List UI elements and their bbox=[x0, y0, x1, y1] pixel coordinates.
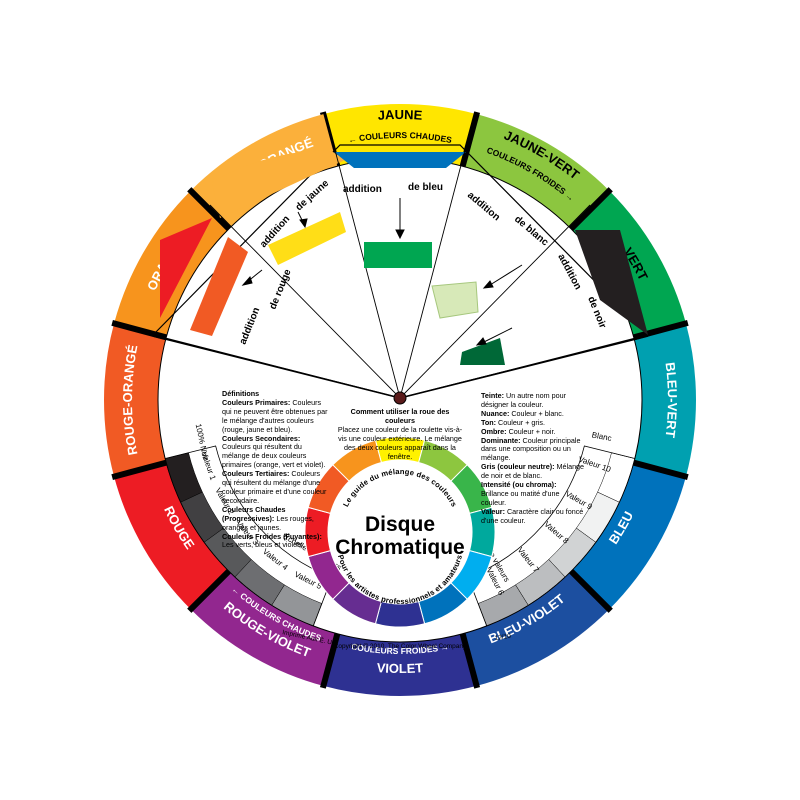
swatch-light-green bbox=[431, 281, 479, 319]
segment-label: BLEU-VERT bbox=[662, 361, 680, 438]
glossary-text: Brillance ou matité d'une couleur. bbox=[481, 488, 560, 507]
segment-divider bbox=[111, 319, 169, 341]
segment-label: VIOLET bbox=[376, 660, 423, 676]
glossary-term: Teinte: bbox=[481, 391, 505, 400]
glossary-text: Couleur + gris. bbox=[498, 417, 545, 427]
glossary-term: Nuance: bbox=[481, 408, 510, 418]
primary-text: Couleurs qui ne peuvent être obtenues pa… bbox=[222, 397, 328, 434]
segment-bleu-vert bbox=[633, 323, 696, 477]
title-line2: Chromatique bbox=[335, 536, 465, 559]
glossary-term: Ton: bbox=[481, 417, 497, 427]
secondary-text: Couleurs qui résultent du mélange de deu… bbox=[222, 442, 326, 470]
glossary-block: Teinte: Un autre nom pour désigner la co… bbox=[481, 391, 585, 526]
segment-divider bbox=[187, 567, 233, 613]
value-label-right: Blanc bbox=[591, 430, 612, 443]
segment-sublabel: COULEURS FROIDES → bbox=[350, 641, 449, 656]
howto-text: Placez une couleur de la roulette vis-à-… bbox=[337, 424, 463, 461]
inner-wheel-center bbox=[340, 472, 460, 592]
glossary-term: Valeur: bbox=[481, 506, 505, 516]
glossary-text: Couleur principale dans une composition … bbox=[481, 435, 581, 463]
segment-bleu bbox=[571, 462, 686, 610]
segment-divider bbox=[459, 111, 481, 169]
warm-text: Les rouges, orangés et jaunes. bbox=[222, 513, 314, 532]
segment-bleu-violet bbox=[462, 571, 610, 686]
segment-divider bbox=[187, 187, 233, 233]
segment-divider bbox=[459, 631, 481, 689]
segment-label: JAUNE bbox=[377, 107, 423, 123]
addition-bleu-label: addition bbox=[343, 184, 382, 195]
glossary-text: Couleur + blanc. bbox=[511, 408, 564, 418]
definitions-heading: Définitions bbox=[222, 389, 260, 398]
segment-divider bbox=[111, 459, 169, 481]
glossary-term: Dominante: bbox=[481, 435, 521, 445]
segment-label: ROUGE-ORANGÉ bbox=[120, 343, 141, 456]
tertiary-text: Couleurs qui résultent du mélange d'une … bbox=[222, 469, 327, 505]
swatch-dark-green bbox=[460, 338, 505, 365]
howto-title: Comment utiliser la roue des couleurs bbox=[350, 407, 450, 425]
swatch-yellow bbox=[268, 212, 346, 265]
glossary-text: Couleur + noir. bbox=[508, 426, 556, 436]
glossary-term: Ombre: bbox=[481, 426, 507, 436]
pivot-pin[interactable] bbox=[393, 391, 407, 405]
de-bleu-label: de bleu bbox=[408, 182, 443, 193]
secondary-term: Couleurs Secondaires: bbox=[222, 433, 301, 443]
segment-divider bbox=[631, 319, 689, 341]
glossary-text: Caractère clair ou foncé d'une couleur. bbox=[481, 506, 584, 525]
segment-violet bbox=[323, 633, 477, 696]
segment-divider bbox=[319, 631, 341, 689]
howto-block: Comment utiliser la roue des couleurs Pl… bbox=[336, 407, 464, 461]
red-orange-window bbox=[160, 218, 212, 318]
segment-divider bbox=[567, 567, 613, 613]
segment-jaune-vert bbox=[462, 114, 610, 229]
window-outline bbox=[151, 144, 650, 399]
glossary-term: Intensité (ou chroma): bbox=[481, 480, 557, 490]
segment-rouge-violet bbox=[190, 571, 338, 686]
segment-divider bbox=[631, 459, 689, 481]
cool-term: Couleurs Froides (Fuyantes): bbox=[222, 531, 322, 541]
inner-color-wheel[interactable] bbox=[304, 436, 496, 628]
definitions-block: Définitions Couleurs Primaires: Couleurs… bbox=[222, 389, 330, 550]
segment-sublabel: ← COULEURS CHAUDES bbox=[347, 130, 453, 145]
title-line1: Disque bbox=[365, 513, 435, 536]
warm-term: Couleurs Chaudes (Progressives): bbox=[222, 504, 286, 523]
glossary-term: Gris (couleur neutre): bbox=[481, 462, 555, 472]
yellow-window bbox=[212, 150, 345, 218]
segment-rouge bbox=[114, 462, 229, 610]
footer-copyright: Copyright © 2010, The Color Wheel Compan… bbox=[334, 642, 467, 650]
swatch-green bbox=[364, 242, 432, 268]
glossary-text: Mélange de noir et de blanc. bbox=[481, 462, 585, 481]
glossary-text: Un autre nom pour désigner la couleur. bbox=[481, 391, 566, 409]
inner-wheel-segment bbox=[332, 439, 382, 482]
cool-text: Les verts, bleus et violets. bbox=[222, 540, 305, 550]
segment-rouge-orangé bbox=[104, 323, 167, 477]
swatch-red-orange bbox=[190, 237, 248, 336]
primary-term: Couleurs Primaires: bbox=[222, 397, 291, 407]
black-window bbox=[575, 230, 648, 335]
footer-code: 12/10 bbox=[494, 633, 511, 642]
blue-notch bbox=[334, 152, 466, 168]
segment-jaune bbox=[323, 104, 477, 167]
tertiary-term: Couleurs Tertiaires: bbox=[222, 469, 290, 479]
segment-divider bbox=[567, 187, 613, 233]
